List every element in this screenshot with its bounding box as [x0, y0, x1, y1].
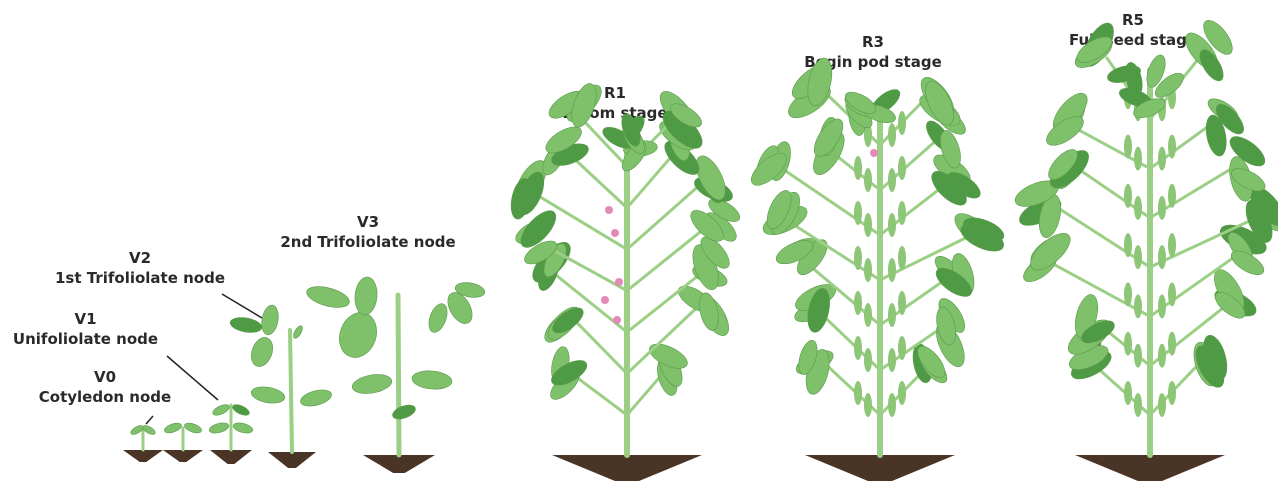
pod — [1134, 294, 1142, 318]
pod — [898, 111, 906, 135]
pod — [864, 303, 872, 327]
leaf — [353, 276, 378, 316]
pod — [854, 246, 862, 270]
soil-mound — [1075, 455, 1225, 481]
flower — [613, 316, 621, 324]
pod — [854, 336, 862, 360]
flower — [611, 229, 619, 237]
pod — [864, 348, 872, 372]
pod — [898, 336, 906, 360]
flower — [605, 206, 613, 214]
pod — [1168, 184, 1176, 208]
pod — [1158, 196, 1166, 220]
pod — [898, 201, 906, 225]
pod — [854, 291, 862, 315]
flower — [615, 278, 623, 286]
pod — [1124, 282, 1132, 306]
pointer-line-v2 — [222, 294, 262, 318]
pod — [1168, 233, 1176, 257]
pod — [898, 381, 906, 405]
leaf — [229, 315, 263, 334]
soil-mound — [210, 450, 252, 464]
leaf — [333, 307, 383, 363]
leaf — [250, 385, 286, 406]
soil-mound — [552, 455, 702, 481]
soil-mound — [805, 455, 955, 481]
pod — [1124, 381, 1132, 405]
pod — [854, 381, 862, 405]
leaf — [208, 421, 230, 435]
pod — [1124, 184, 1132, 208]
leaf — [163, 421, 183, 435]
leaf — [391, 402, 418, 421]
pod — [898, 246, 906, 270]
pointer-line-v0 — [146, 416, 153, 424]
leaf — [304, 283, 351, 312]
pod — [1134, 393, 1142, 417]
pod — [1158, 245, 1166, 269]
pod — [1134, 196, 1142, 220]
pod — [1124, 233, 1132, 257]
pod — [888, 393, 896, 417]
pod — [854, 201, 862, 225]
stem — [569, 154, 627, 208]
soil-mound — [163, 450, 203, 462]
stem — [290, 330, 292, 452]
pod — [888, 303, 896, 327]
pod — [898, 156, 906, 180]
leaf — [351, 372, 394, 397]
pod — [1158, 147, 1166, 171]
pod — [888, 168, 896, 192]
pod — [1124, 332, 1132, 356]
stem — [398, 295, 399, 455]
pod — [1134, 344, 1142, 368]
soil-mound — [363, 455, 435, 473]
pod — [888, 348, 896, 372]
leaf — [211, 403, 231, 418]
leaf — [247, 334, 276, 369]
pod — [1168, 381, 1176, 405]
pod — [1124, 135, 1132, 159]
pod — [1134, 147, 1142, 171]
pod — [1158, 344, 1166, 368]
flower — [870, 149, 878, 157]
pod — [888, 213, 896, 237]
leaf — [232, 421, 254, 435]
pod — [1168, 135, 1176, 159]
pod — [888, 123, 896, 147]
soil-mound — [123, 450, 163, 462]
pod — [1134, 245, 1142, 269]
leaf — [411, 369, 452, 390]
pointer-line-v1 — [167, 356, 218, 400]
leaf — [425, 301, 450, 335]
pod — [1168, 282, 1176, 306]
leaf — [183, 421, 203, 435]
pod — [888, 258, 896, 282]
leaf — [292, 324, 304, 339]
soil-mound — [268, 452, 316, 468]
pod — [864, 213, 872, 237]
pod — [864, 393, 872, 417]
pod — [1158, 294, 1166, 318]
pod — [854, 156, 862, 180]
flower — [601, 296, 609, 304]
leaf — [231, 403, 251, 418]
pod — [1158, 393, 1166, 417]
pod — [1168, 332, 1176, 356]
pod — [864, 168, 872, 192]
pod — [864, 258, 872, 282]
leaf — [260, 304, 281, 336]
pod — [898, 291, 906, 315]
leaf — [299, 387, 334, 409]
